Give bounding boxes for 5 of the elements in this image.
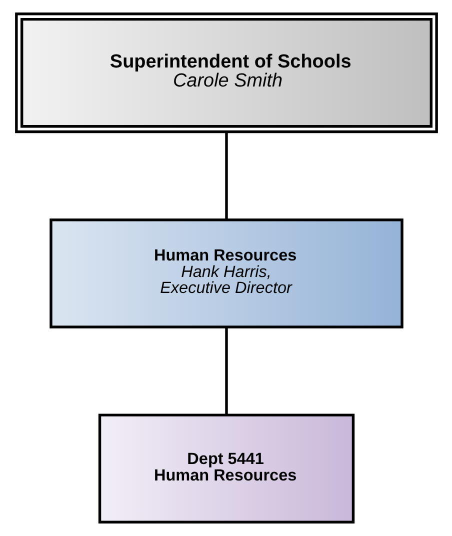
connector: [224, 327, 228, 415]
node-box: Superintendent of Schools Carole Smith: [14, 12, 438, 134]
node-box: Dept 5441 Human Resources: [98, 414, 354, 524]
node-box: Human Resources Hank Harris, Executive Director: [49, 218, 403, 328]
connector: [224, 132, 228, 220]
